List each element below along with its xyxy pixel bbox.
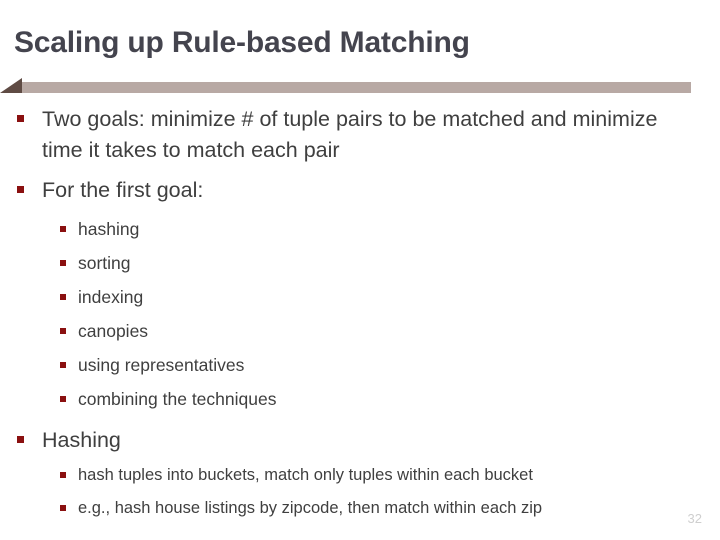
bullet-marker-icon — [60, 472, 66, 478]
divider-wedge-icon — [0, 78, 22, 93]
bullet-marker-icon — [60, 328, 66, 334]
technique-list: hashing sorting indexing canopies using … — [0, 212, 720, 416]
list-item-hash-tuples-into-buckets: hash tuples into buckets, match only tup… — [0, 459, 720, 492]
bullet-marker-icon — [60, 260, 66, 266]
bullet-text: e.g., hash house listings by zipcode, th… — [78, 499, 543, 517]
bullet-marker-icon — [60, 226, 66, 232]
bullet-marker-icon — [17, 436, 24, 443]
bullet-text: hash tuples into buckets, match only tup… — [78, 466, 533, 484]
bullet-marker-icon — [17, 186, 24, 193]
bullet-marker-icon — [60, 362, 66, 368]
title-divider-bar — [0, 78, 691, 93]
hashing-detail-list: hash tuples into buckets, match only tup… — [0, 459, 720, 525]
list-item-indexing: indexing — [0, 280, 720, 314]
slide-body: Two goals: minimize # of tuple pairs to … — [0, 104, 720, 525]
bullet-text: indexing — [78, 287, 144, 307]
bullet-text: combining the techniques — [78, 389, 277, 409]
bullet-text: hashing — [78, 219, 140, 239]
bullet-marker-icon — [60, 505, 66, 511]
list-item-hash-house-listings-example: e.g., hash house listings by zipcode, th… — [0, 492, 720, 525]
bullet-item-hashing-heading: Hashing — [0, 425, 720, 456]
list-item-using-representatives: using representatives — [0, 348, 720, 382]
bullet-marker-icon — [60, 294, 66, 300]
bullet-item-two-goals: Two goals: minimize # of tuple pairs to … — [0, 104, 720, 166]
bullet-text: For the first goal: — [42, 178, 204, 202]
bullet-text: using representatives — [78, 355, 245, 375]
page-title: Scaling up Rule-based Matching — [14, 26, 470, 59]
bullet-text: sorting — [78, 253, 131, 273]
bullet-item-first-goal: For the first goal: — [0, 175, 720, 206]
bullet-marker-icon — [60, 396, 66, 402]
list-item-hashing: hashing — [0, 212, 720, 246]
list-item-combining-the-techniques: combining the techniques — [0, 382, 720, 416]
bullet-text: Two goals: minimize # of tuple pairs to … — [42, 107, 658, 162]
bullet-text: canopies — [78, 321, 149, 341]
bullet-marker-icon — [17, 115, 24, 122]
list-item-canopies: canopies — [0, 314, 720, 348]
divider-bar — [22, 82, 691, 93]
bullet-text: Hashing — [42, 428, 121, 452]
list-item-sorting: sorting — [0, 246, 720, 280]
page-number: 32 — [687, 511, 702, 526]
